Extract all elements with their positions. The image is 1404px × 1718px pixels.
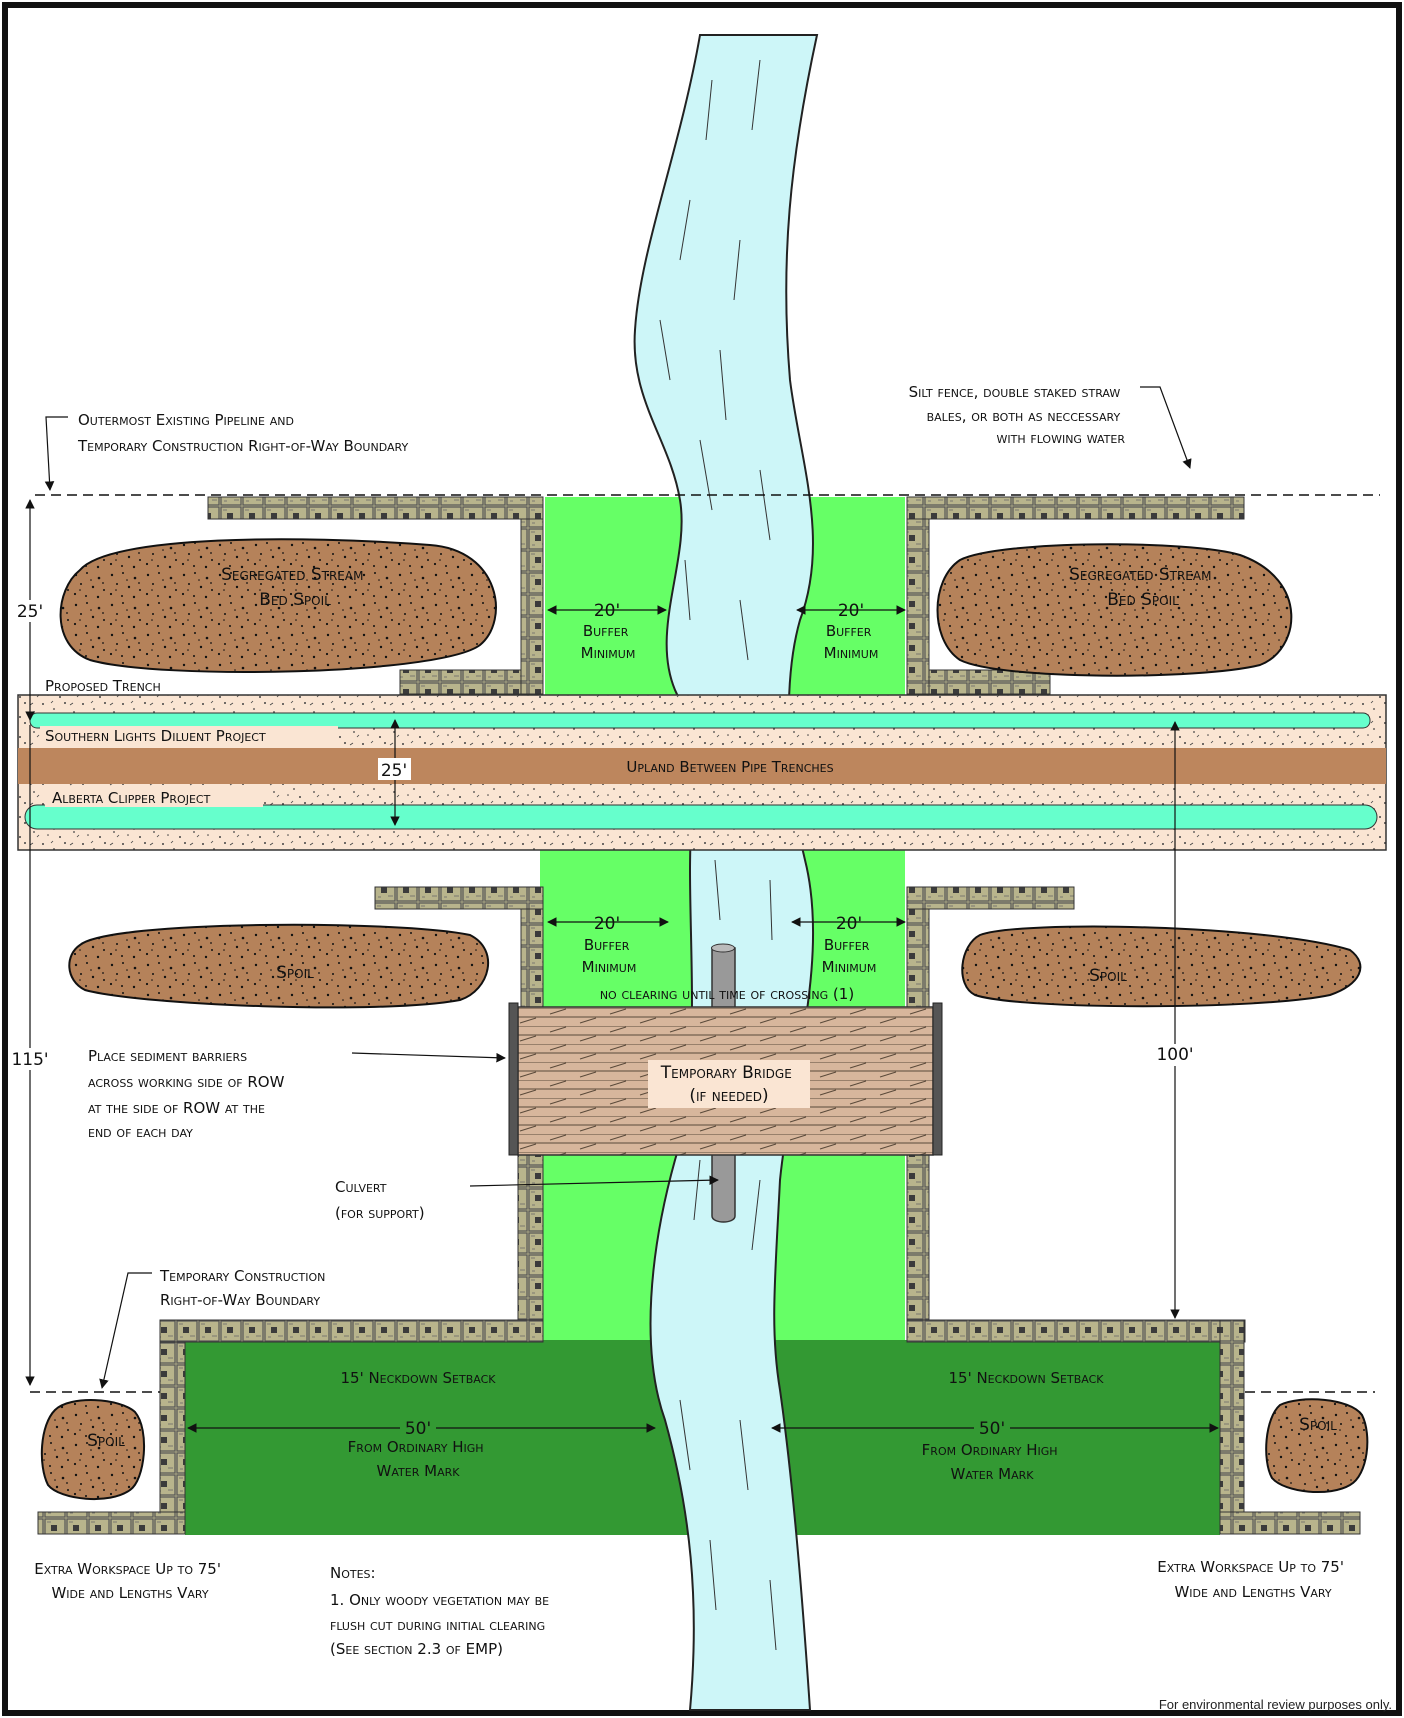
buffer-text-top-right: Buffer Minimum (824, 622, 879, 662)
dim-25-top: 25' (17, 602, 43, 622)
outermost-boundary-label: Outermost Existing Pipeline and Temporar… (77, 411, 408, 455)
extra-workspace-label-left: Extra Workspace Up to 75' Wide and Lengt… (34, 1560, 226, 1602)
neckdown-label-left: 15' Neckdown Setback (340, 1369, 496, 1387)
extra-workspace-label-right: Extra Workspace Up to 75' Wide and Lengt… (1157, 1558, 1349, 1601)
neckdown-label-right: 15' Neckdown Setback (948, 1369, 1104, 1387)
upland-band (18, 748, 1386, 784)
spoil-segregated-left (59, 538, 497, 673)
buffer-text-bottom-left: Buffer Minimum (582, 936, 637, 976)
sediment-barriers-label: Place sediment barriers across working s… (88, 1047, 289, 1141)
dim-25-mid: 25' (381, 761, 407, 781)
alberta-clipper-label: Alberta Clipper Project (52, 789, 211, 807)
temporary-bridge-label: Temporary Bridge (if needed) (660, 1063, 797, 1106)
stream-flow-lines (659, 59, 777, 1651)
spoil-right (961, 925, 1362, 1008)
spoil-small-left (40, 1399, 146, 1501)
ohwm-dim-left: 50' (405, 1419, 431, 1439)
stream (633, 34, 819, 1711)
segregated-spoil-label-left: Segregated Stream Bed Spoil (221, 565, 369, 610)
dim-115: 115' (11, 1050, 48, 1070)
southern-lights-pipe (29, 712, 1371, 729)
temp-boundary-label: Temporary Construction Right-of-Way Boun… (159, 1267, 330, 1309)
proposed-trench-label: Proposed Trench (45, 677, 161, 695)
ohwm-text-right: From Ordinary High Water Mark (922, 1441, 1063, 1483)
segregated-spoil-label-right: Segregated Stream Bed Spoil (1069, 565, 1217, 610)
buffer-dim-bottom-left: 20' (594, 914, 620, 934)
buffer-text-bottom-right: Buffer Minimum (822, 936, 877, 976)
buffer-dim-top-right: 20' (838, 601, 864, 621)
buffer-dim-top-left: 20' (594, 601, 620, 621)
upland-label: Upland Between Pipe Trenches (626, 758, 833, 776)
alberta-clipper-pipe (24, 804, 1378, 830)
ohwm-text-left: From Ordinary High Water Mark (348, 1438, 489, 1480)
silt-fence-bales (37, 496, 1361, 1535)
notes-title: Notes: (330, 1564, 376, 1582)
spoil-label-small-right: Spoil (1299, 1415, 1337, 1435)
culvert-label: Culvert (for support) (335, 1178, 425, 1222)
spoil-label-right: Spoil (1089, 966, 1127, 986)
footer-note: For environmental review purposes only. (1159, 1697, 1392, 1712)
spoil-label-small-left: Spoil (87, 1431, 125, 1451)
spoil-segregated-right (936, 543, 1293, 677)
spoil-small-right (1265, 1398, 1369, 1494)
no-clearing-label: no clearing until time of crossing (1) (600, 985, 854, 1003)
notes-text: 1. Only woody vegetation may be flush cu… (330, 1591, 554, 1658)
buffer-dim-bottom-right: 20' (836, 914, 862, 934)
spoil-left (68, 923, 489, 1009)
ohwm-dim-right: 50' (979, 1419, 1005, 1439)
southern-lights-label: Southern Lights Diluent Project (45, 727, 266, 745)
dim-100: 100' (1156, 1045, 1193, 1065)
silt-fence-label: Silt fence, double staked straw bales, o… (909, 383, 1126, 447)
buffer-text-top-left: Buffer Minimum (581, 622, 636, 662)
spoil-label-left: Spoil (276, 963, 314, 983)
